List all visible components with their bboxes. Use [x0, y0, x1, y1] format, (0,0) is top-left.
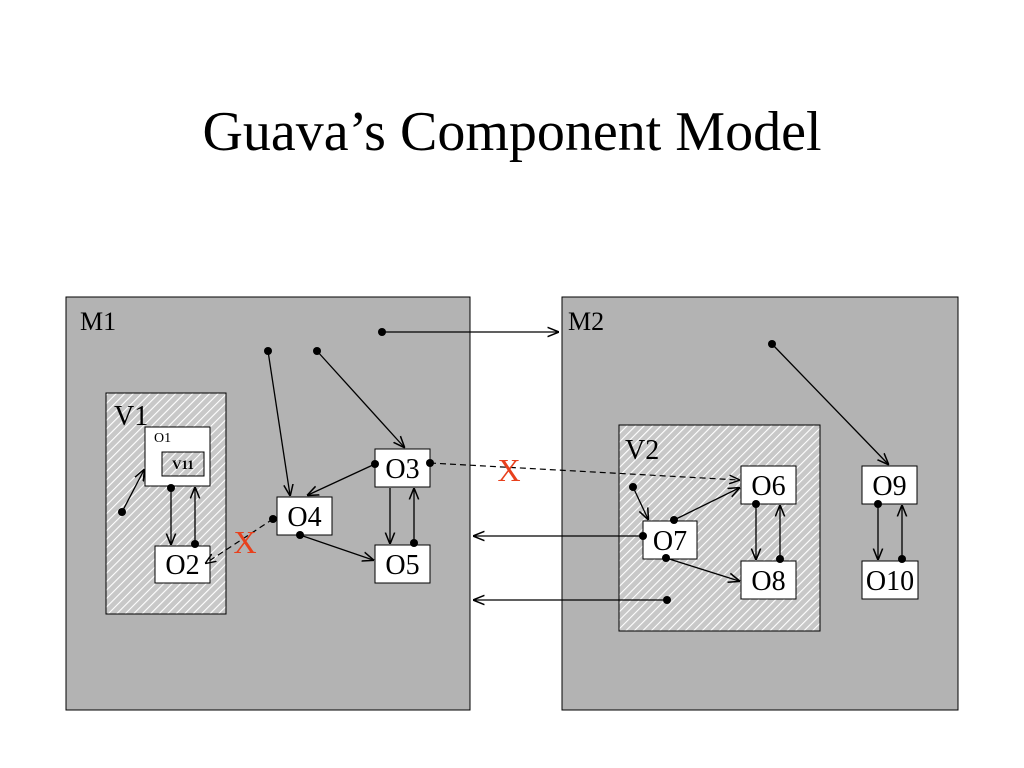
- object-o5-label: O5: [385, 550, 419, 581]
- ref-dot: [670, 516, 678, 524]
- object-o6: O6: [740, 465, 797, 505]
- forbidden-ref-o3-to-o6: [429, 462, 739, 480]
- object-o8-label: O8: [751, 566, 785, 597]
- ref-v2-to-o7: [632, 486, 648, 519]
- object-o2: O2: [154, 545, 211, 584]
- ref-dot: [371, 460, 379, 468]
- ref-dot: [768, 340, 776, 348]
- object-o1-label: O1: [154, 431, 171, 446]
- forbidden-references: [206, 462, 739, 563]
- ref-dot: [662, 554, 670, 562]
- object-o9: O9: [861, 465, 918, 505]
- forbidden-x-mark: X: [233, 524, 256, 560]
- ref-dot: [191, 540, 199, 548]
- ref-o7-to-o6: [673, 488, 739, 521]
- reference-dots: [118, 328, 906, 604]
- ref-dot: [269, 515, 277, 523]
- ref-o7-to-o8: [665, 557, 739, 581]
- module-m2-label: M2: [568, 307, 604, 336]
- object-o4-label: O4: [287, 502, 321, 533]
- object-o2-label: O2: [165, 550, 199, 581]
- object-o1: O1 V11: [144, 426, 211, 487]
- ref-dot: [752, 500, 760, 508]
- ref-dot: [663, 596, 671, 604]
- object-o3: O3: [374, 448, 431, 488]
- ref-dot: [167, 484, 175, 492]
- forbidden-x-mark: X: [497, 452, 520, 488]
- view-v1-label: V1: [114, 401, 148, 432]
- ref-dot: [264, 347, 272, 355]
- ref-dot: [874, 500, 882, 508]
- object-o3-label: O3: [385, 454, 419, 485]
- ref-dot: [898, 555, 906, 563]
- view-v11-label: V11: [172, 457, 194, 472]
- ref-dot: [629, 483, 637, 491]
- object-o9-label: O9: [872, 471, 906, 502]
- forbidden-ref-o4-to-o2: [206, 518, 274, 563]
- ref-o4-to-o5: [299, 534, 373, 560]
- ref-v1-to-o1: [121, 470, 144, 513]
- ref-dot: [118, 508, 126, 516]
- ref-dot: [776, 555, 784, 563]
- object-o6-label: O6: [751, 471, 785, 502]
- ref-m1-to-o3: [316, 350, 404, 447]
- object-o7-label: O7: [653, 526, 687, 557]
- object-o10-label: O10: [866, 566, 914, 597]
- ref-m2-to-o9: [771, 343, 888, 464]
- ref-dot: [410, 539, 418, 547]
- object-o5: O5: [374, 544, 431, 584]
- reference-arrows: [121, 332, 902, 600]
- ref-dot: [426, 459, 434, 467]
- object-o4: O4: [276, 496, 333, 536]
- object-o7: O7: [642, 520, 698, 560]
- ref-o3-to-o4: [308, 463, 376, 495]
- object-o8: O8: [740, 560, 797, 600]
- ref-dot: [296, 531, 304, 539]
- slide-title: Guava’s Component Model: [202, 101, 822, 163]
- ref-m1-to-o4: [267, 350, 290, 495]
- view-v2-label: V2: [625, 435, 659, 466]
- ref-dot: [313, 347, 321, 355]
- ref-dot: [639, 532, 647, 540]
- ref-dot: [378, 328, 386, 336]
- view-v11: [161, 451, 205, 477]
- object-o10: O10: [861, 560, 919, 600]
- module-m1-label: M1: [80, 307, 116, 336]
